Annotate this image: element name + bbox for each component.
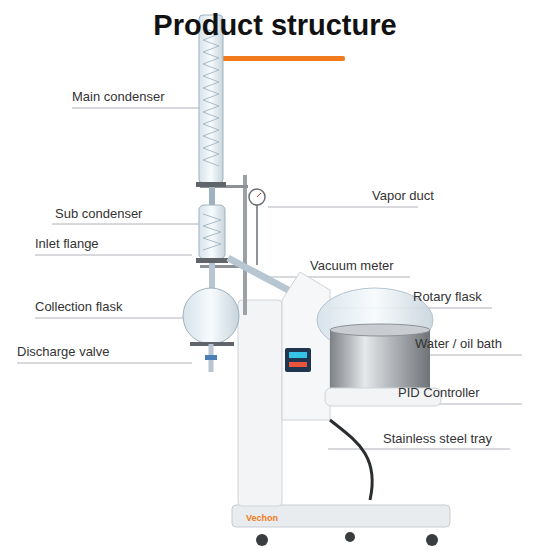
- caster: [256, 534, 268, 546]
- leader-line: [328, 449, 510, 450]
- vapor-tube: [228, 258, 292, 292]
- caster: [426, 534, 438, 546]
- caster: [345, 532, 355, 542]
- inlet-flange: [196, 258, 228, 263]
- gauge-needle: [257, 193, 261, 197]
- joint: [196, 182, 226, 187]
- valve-handle: [205, 355, 217, 360]
- title-underline: [207, 56, 345, 61]
- part-label: Vapor duct: [372, 188, 434, 203]
- glass-tube: [209, 263, 215, 290]
- leader-line: [35, 255, 192, 256]
- part-label: Discharge valve: [17, 344, 110, 359]
- leader-line: [52, 224, 205, 225]
- sub-condenser-glass: [199, 205, 225, 259]
- display-readout: [289, 362, 307, 367]
- bath-rim: [330, 324, 430, 336]
- part-label: Rotary flask: [413, 289, 482, 304]
- part-label: PID Controller: [398, 385, 480, 400]
- part-label: Water / oil bath: [415, 336, 502, 351]
- glass-tube: [209, 187, 215, 205]
- part-label: Vacuum meter: [310, 258, 394, 273]
- support-rod: [243, 175, 247, 315]
- brand-logo: Vechon: [246, 511, 278, 526]
- part-label: Stainless steel tray: [383, 431, 492, 446]
- part-label: Collection flask: [35, 299, 122, 314]
- condenser-coil: [203, 28, 219, 166]
- part-label: Main condenser: [72, 89, 165, 104]
- leader-line: [17, 363, 192, 364]
- motor-housing: [282, 272, 330, 420]
- collection-flask: [183, 288, 239, 344]
- pid-display: [285, 348, 311, 372]
- leader-line: [258, 277, 410, 278]
- leader-line: [72, 108, 200, 109]
- leader-line: [35, 318, 186, 319]
- title: Product structure: [0, 8, 550, 42]
- display-readout: [289, 352, 307, 358]
- column: [238, 300, 282, 506]
- base-plate: [232, 505, 450, 527]
- power-cord: [330, 420, 372, 500]
- vacuum-gauge: [249, 189, 265, 205]
- vapor-duct: [256, 205, 258, 265]
- condenser-coil: [203, 214, 221, 250]
- part-label: Inlet flange: [35, 236, 99, 251]
- leader-line: [268, 207, 418, 208]
- part-label: Sub condenser: [55, 206, 142, 221]
